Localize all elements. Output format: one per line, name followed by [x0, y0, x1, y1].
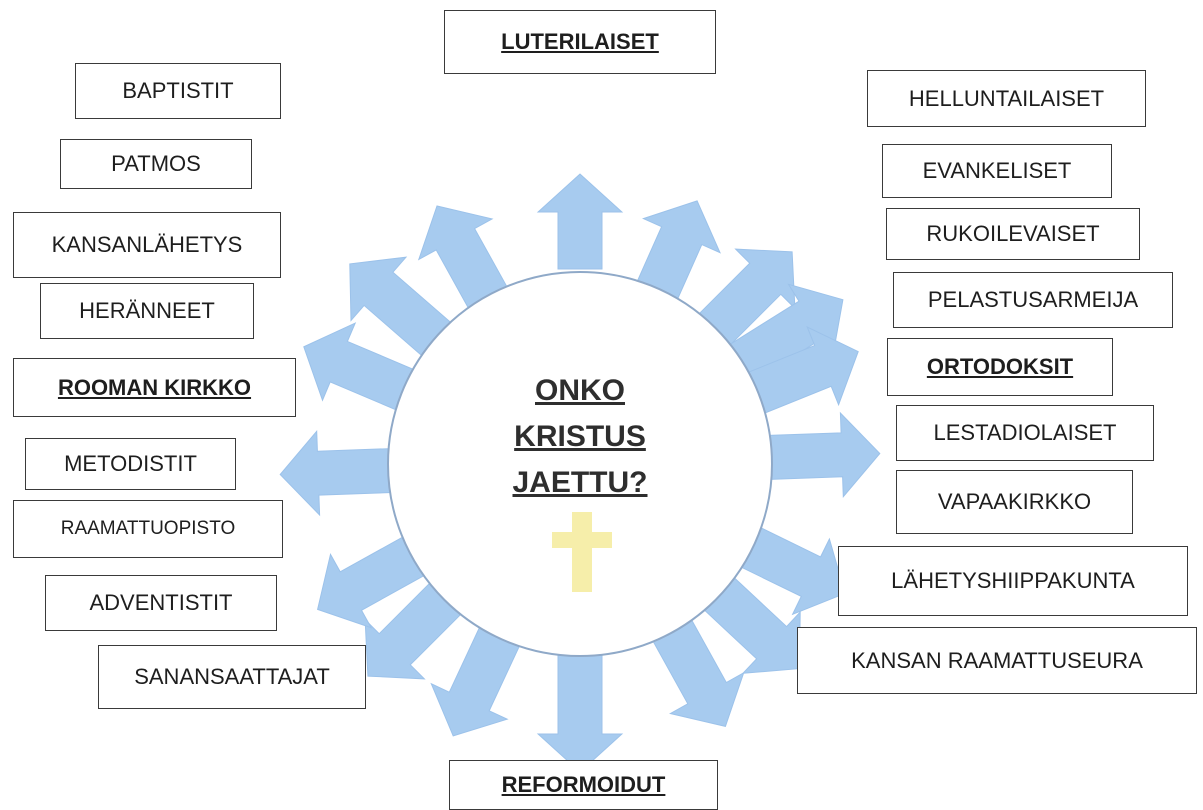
center-line-3: JAETTU?	[512, 466, 648, 499]
label-heranneet: HERÄNNEET	[40, 283, 254, 339]
arrow-icon	[768, 411, 881, 499]
cross-icon	[552, 512, 612, 592]
center-line-2: KRISTUS	[514, 420, 646, 453]
label-kansan-raamattuseura: KANSAN RAAMATTUSEURA	[797, 627, 1197, 694]
label-patmos: PATMOS	[60, 139, 252, 189]
label-ortodoksit: ORTODOKSIT	[887, 338, 1113, 396]
label-evankeliset: EVANKELISET	[882, 144, 1112, 198]
arrow-icon	[536, 173, 624, 270]
arrow-icon	[742, 325, 859, 416]
label-reformoidut: REFORMOIDUT	[449, 760, 718, 810]
center-circle	[387, 271, 773, 657]
label-sanansaattajat: SANANSAATTAJAT	[98, 645, 366, 709]
arrow-icon	[417, 205, 513, 318]
label-vapaakirkko: VAPAAKIRKKO	[896, 470, 1133, 534]
arrows-group	[279, 173, 881, 773]
label-rukoilevaiset: RUKOILEVAISET	[886, 208, 1140, 260]
label-pelastusarmeija: PELASTUSARMEIJA	[893, 272, 1173, 328]
label-luterilaiset: LUTERILAISET	[444, 10, 716, 74]
label-helluntailaiset: HELLUNTAILAISET	[867, 70, 1146, 127]
center-question: ONKO KRISTUS JAETTU?	[480, 368, 680, 506]
label-lahetyshiippakunta: LÄHETYSHIIPPAKUNTA	[838, 546, 1188, 616]
label-raamattuopisto: RAAMATTUOPISTO	[13, 500, 283, 558]
arrow-icon	[731, 522, 846, 616]
arrow-icon	[279, 429, 397, 517]
center-line-1: ONKO	[535, 374, 625, 407]
label-rooman-kirkko: ROOMAN KIRKKO	[13, 358, 296, 417]
label-kansanlahetys: KANSANLÄHETYS	[13, 212, 281, 278]
arrow-icon	[536, 638, 624, 773]
label-metodistit: METODISTIT	[25, 438, 236, 490]
label-adventistit: ADVENTISTIT	[45, 575, 277, 631]
label-baptistit: BAPTISTIT	[75, 63, 281, 119]
arrow-icon	[349, 256, 460, 364]
label-lestadiolaiset: LESTADIOLAISET	[896, 405, 1154, 461]
